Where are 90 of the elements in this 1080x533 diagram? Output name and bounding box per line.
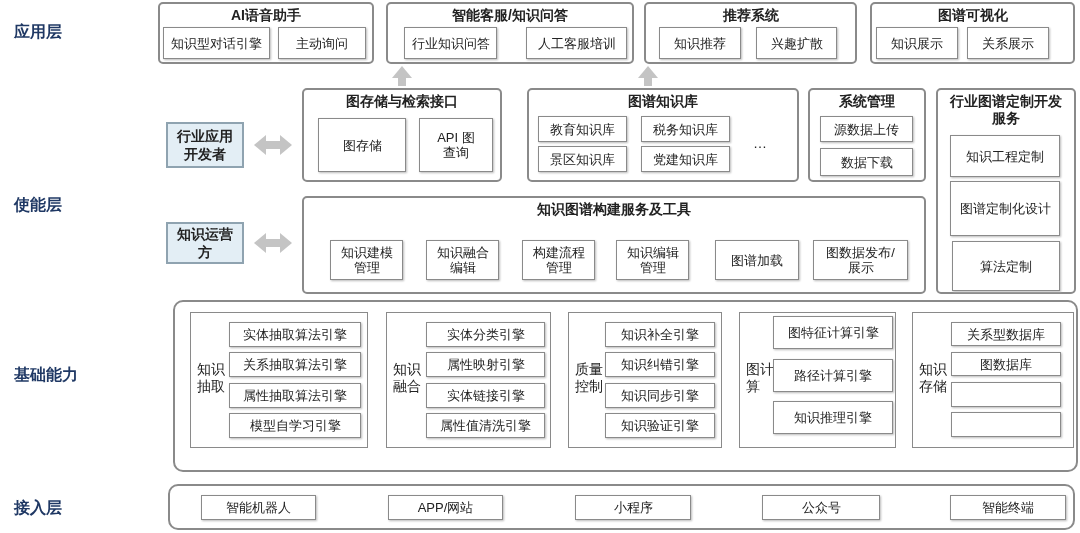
group-label: 知识抽取 — [197, 361, 226, 395]
layer-panel — [173, 300, 1078, 472]
function-box: 属性抽取算法引擎 — [229, 383, 361, 408]
function-box: 关系抽取算法引擎 — [229, 352, 361, 377]
function-box: 构建流程管理 — [522, 240, 595, 280]
group-box — [190, 312, 368, 448]
function-box: 源数据上传 — [820, 116, 913, 142]
group-label: 图计算 — [746, 361, 775, 395]
function-box: 知识编辑管理 — [616, 240, 689, 280]
module-panel — [527, 88, 799, 182]
function-box: 图数据库 — [951, 352, 1061, 376]
module-panel — [808, 88, 926, 182]
panel-heading: 图谱知识库 — [627, 93, 699, 110]
function-box: 景区知识库 — [538, 146, 627, 172]
panel-heading: AI语音助手 — [230, 7, 302, 24]
function-box: API 图查询 — [419, 118, 493, 172]
arrow — [254, 135, 292, 155]
module-panel — [936, 88, 1076, 294]
function-box: 行业知识问答 — [404, 27, 497, 59]
arrow — [254, 233, 292, 253]
function-box: 关系型数据库 — [951, 322, 1061, 346]
group-box — [386, 312, 551, 448]
module-panel — [158, 2, 374, 64]
function-box: 图谱定制化设计 — [950, 181, 1060, 236]
function-box: 智能终端 — [950, 495, 1066, 520]
function-box: 知识展示 — [876, 27, 958, 59]
layer-label: 应用层 — [14, 22, 62, 42]
module-panel — [870, 2, 1075, 64]
function-box: 图谱加载 — [715, 240, 799, 280]
function-box: 图存储 — [318, 118, 406, 172]
function-box: 知识同步引擎 — [605, 383, 715, 408]
panel-heading: 知识图谱构建服务及工具 — [536, 201, 692, 218]
group-label: 知识存储 — [919, 361, 948, 395]
arrow — [392, 66, 412, 86]
function-box: 党建知识库 — [641, 146, 730, 172]
function-box: 属性值清洗引擎 — [426, 413, 545, 438]
group-box — [739, 312, 896, 448]
function-box: 图数据发布/展示 — [813, 240, 908, 280]
function-box: 知识补全引擎 — [605, 322, 715, 347]
panel-heading: 智能客服/知识问答 — [451, 7, 569, 24]
function-box: APP/网站 — [388, 495, 503, 520]
group-label: 知识融合 — [393, 361, 422, 395]
layer-label: 使能层 — [14, 195, 62, 215]
function-box: 知识建模管理 — [330, 240, 403, 280]
layer-label: 基础能力 — [14, 365, 78, 385]
layer-panel — [168, 484, 1075, 530]
panel-heading: 图存储与检索接口 — [345, 93, 459, 110]
group-box — [912, 312, 1074, 448]
role-box: 知识运营方 — [166, 222, 244, 264]
function-box: 属性映射引擎 — [426, 352, 545, 377]
panel-heading: 推荐系统 — [721, 7, 780, 24]
empty-box — [951, 382, 1061, 407]
empty-box — [951, 412, 1061, 437]
function-box: 数据下载 — [820, 148, 913, 176]
role-box: 行业应用开发者 — [166, 122, 244, 168]
function-box: 知识纠错引擎 — [605, 352, 715, 377]
group-box — [568, 312, 722, 448]
function-box: 实体链接引擎 — [426, 383, 545, 408]
function-box: 实体抽取算法引擎 — [229, 322, 361, 347]
function-box: 知识工程定制 — [950, 135, 1060, 177]
function-box: 知识验证引擎 — [605, 413, 715, 438]
function-box: 知识推理引擎 — [773, 401, 893, 434]
function-box: 知识融合编辑 — [426, 240, 499, 280]
function-box: 小程序 — [575, 495, 691, 520]
group-label: 质量控制 — [575, 361, 604, 395]
module-panel — [386, 2, 634, 64]
function-box: 图特征计算引擎 — [773, 316, 893, 349]
ellipsis: … — [753, 135, 767, 151]
function-box: 主动询问 — [278, 27, 366, 59]
panel-heading: 图谱可视化 — [936, 7, 1009, 24]
module-panel — [302, 88, 502, 182]
function-box: 教育知识库 — [538, 116, 627, 142]
function-box: 知识型对话引擎 — [163, 27, 270, 59]
function-box: 路径计算引擎 — [773, 359, 893, 392]
function-box: 公众号 — [762, 495, 880, 520]
function-box: 知识推荐 — [659, 27, 741, 59]
layer-label: 接入层 — [14, 498, 62, 518]
function-box: 模型自学习引擎 — [229, 413, 361, 438]
function-box: 关系展示 — [967, 27, 1049, 59]
function-box: 算法定制 — [952, 241, 1060, 291]
arrow — [638, 66, 658, 86]
function-box: 兴趣扩散 — [756, 27, 837, 59]
module-panel — [644, 2, 857, 64]
panel-heading: 行业图谱定制开发服务 — [949, 93, 1063, 127]
function-box: 智能机器人 — [201, 495, 316, 520]
function-box: 人工客服培训 — [526, 27, 627, 59]
module-panel — [302, 196, 926, 294]
panel-heading: 系统管理 — [838, 93, 896, 110]
function-box: 实体分类引擎 — [426, 322, 545, 347]
function-box: 税务知识库 — [641, 116, 730, 142]
